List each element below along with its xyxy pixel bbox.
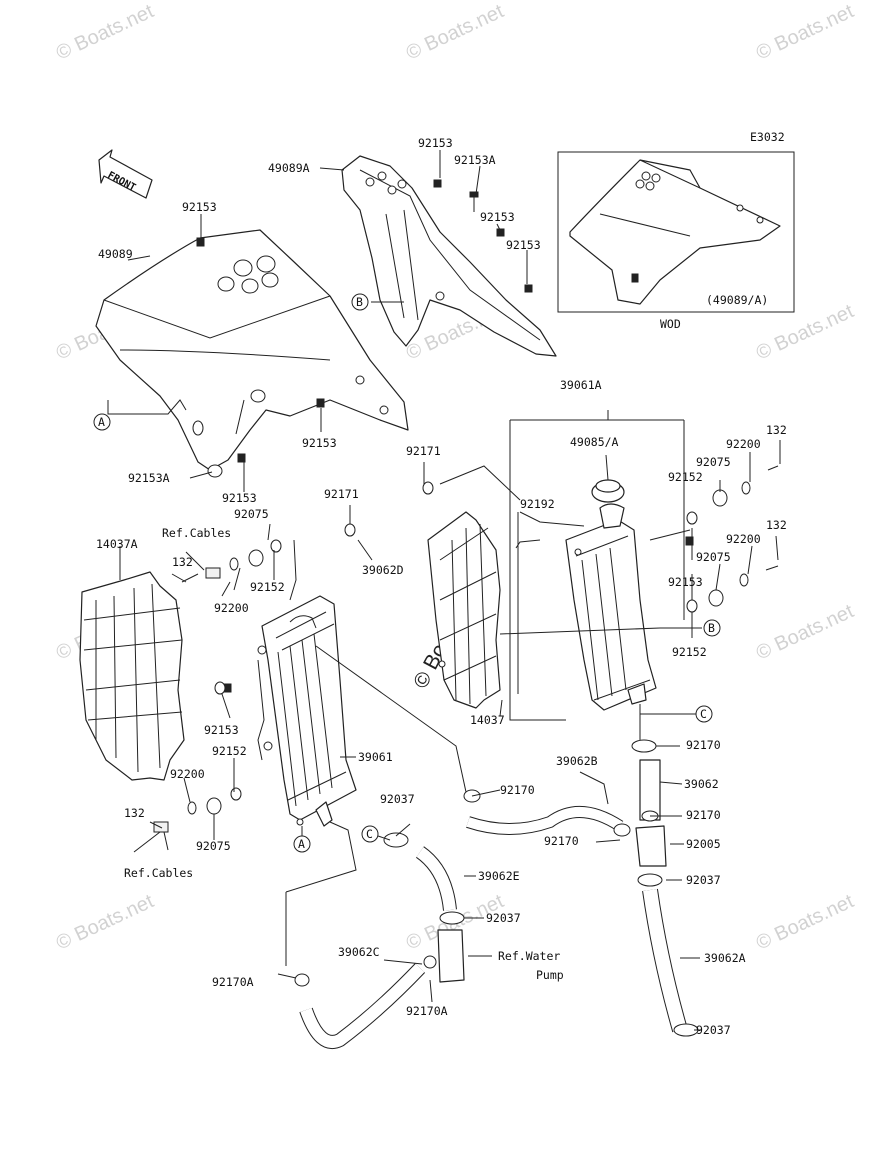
callout-a [93,413,111,431]
part-label: 92171 [324,487,359,501]
watermark: © Boats.net [53,0,158,64]
part-label: 14037 [470,713,505,727]
water-pump-fitting [437,929,465,983]
front-arrow-icon: FRONT [98,149,153,199]
part-label: 92152 [250,580,285,594]
part-labels: 49089A 92153 92153A 92153 92153 92153 49… [96,136,787,1037]
part-label: 92192 [520,497,555,511]
part-label: 132 [766,518,787,532]
part-label: 39061 [358,750,393,764]
part-label: 92075 [234,507,269,521]
part-label: 92153 [668,575,703,589]
part-label: 92005 [686,837,721,851]
part-label: 132 [766,423,787,437]
part-label: 92200 [170,767,205,781]
part-label: 92170 [500,783,535,797]
part-label: 39062D [362,563,404,577]
part-label: 39061A [560,378,602,392]
shroud-49089A [341,155,557,357]
watermark: © Boats.net [753,600,858,664]
radiator-guard-14037 [427,511,501,709]
part-label: 92153 [204,723,239,737]
part-label: 92152 [212,744,247,758]
callout-b-label: B [356,295,363,309]
part-label: 92200 [214,601,249,615]
callout-c [695,705,713,723]
part-label: 92075 [696,455,731,469]
part-label: 92170A [212,975,254,989]
part-label: 39062 [684,777,719,791]
callout-a-label: A [298,837,305,851]
hoses [299,479,688,1049]
part-label: 14037A [96,537,138,551]
part-label: 92153 [418,136,453,150]
part-label: 39062E [478,869,520,883]
part-label: 39062C [338,945,380,959]
part-label: 92037 [380,792,415,806]
part-label: 92153 [506,238,541,252]
part-label: 92153 [222,491,257,505]
part-label: 92200 [726,437,761,451]
watermark: © Boats.net [53,890,158,954]
callout-b [351,293,369,311]
part-label: 92153 [302,436,337,450]
inset-frame [557,151,795,313]
part-label: 132 [124,806,145,820]
part-label: Ref.Cables [162,526,231,540]
callout-c-label: C [700,707,707,721]
callout-c-label: C [366,827,373,841]
part-label: 92152 [668,470,703,484]
watermark: © Boats.net [753,300,858,364]
part-label: 132 [172,555,193,569]
callout-b [703,619,721,637]
part-label: 92153 [182,200,217,214]
inset-wod: (49089/A) WOD [557,151,795,331]
part-label: 92037 [696,1023,731,1037]
callout-markers: A B B C A C [93,293,721,853]
radiator-39061 [257,595,357,827]
callout-a [293,835,311,853]
part-label: 92170 [544,834,579,848]
part-label: Ref.Cables [124,866,193,880]
joint-92005 [635,825,667,867]
part-label: 39062B [556,754,598,768]
part-label: 92037 [486,911,521,925]
part-label: 92075 [196,839,231,853]
inset-caption: WOD [660,317,681,331]
hose-39062 [639,759,661,821]
screw-icons [196,179,694,693]
part-label: 92037 [686,873,721,887]
callout-c [361,825,379,843]
shroud-49089 [95,229,409,471]
part-label: 92152 [672,645,707,659]
part-label: 92075 [696,550,731,564]
leader-lines [107,150,781,1031]
part-label: 92170 [686,738,721,752]
part-label: 49089 [98,247,133,261]
part-label: 92153 [480,210,515,224]
part-label: 49085/A [570,435,619,449]
callout-b-label: B [708,621,715,635]
part-label: Ref.Water [498,949,560,963]
part-label: 92153A [454,153,496,167]
part-label: Pump [536,968,564,982]
radiator-guard-14037A [79,571,185,781]
watermark: © Boats.net [753,0,858,64]
diagram-code: E3032 [750,130,785,144]
radiator-cap-49085A [591,479,625,503]
part-label: 92153A [128,471,170,485]
inset-part: (49089/A) [706,293,768,307]
part-label: 92170A [406,1004,448,1018]
part-label: 92170 [686,808,721,822]
callout-a-label: A [98,415,105,429]
watermark: © Boats.net [403,0,508,64]
radiator-39061A [565,503,657,711]
part-label: 49089A [268,161,310,175]
part-label: 92171 [406,444,441,458]
watermark: © Boats.net [753,890,858,954]
part-label: 39062A [704,951,746,965]
part-label: 92200 [726,532,761,546]
